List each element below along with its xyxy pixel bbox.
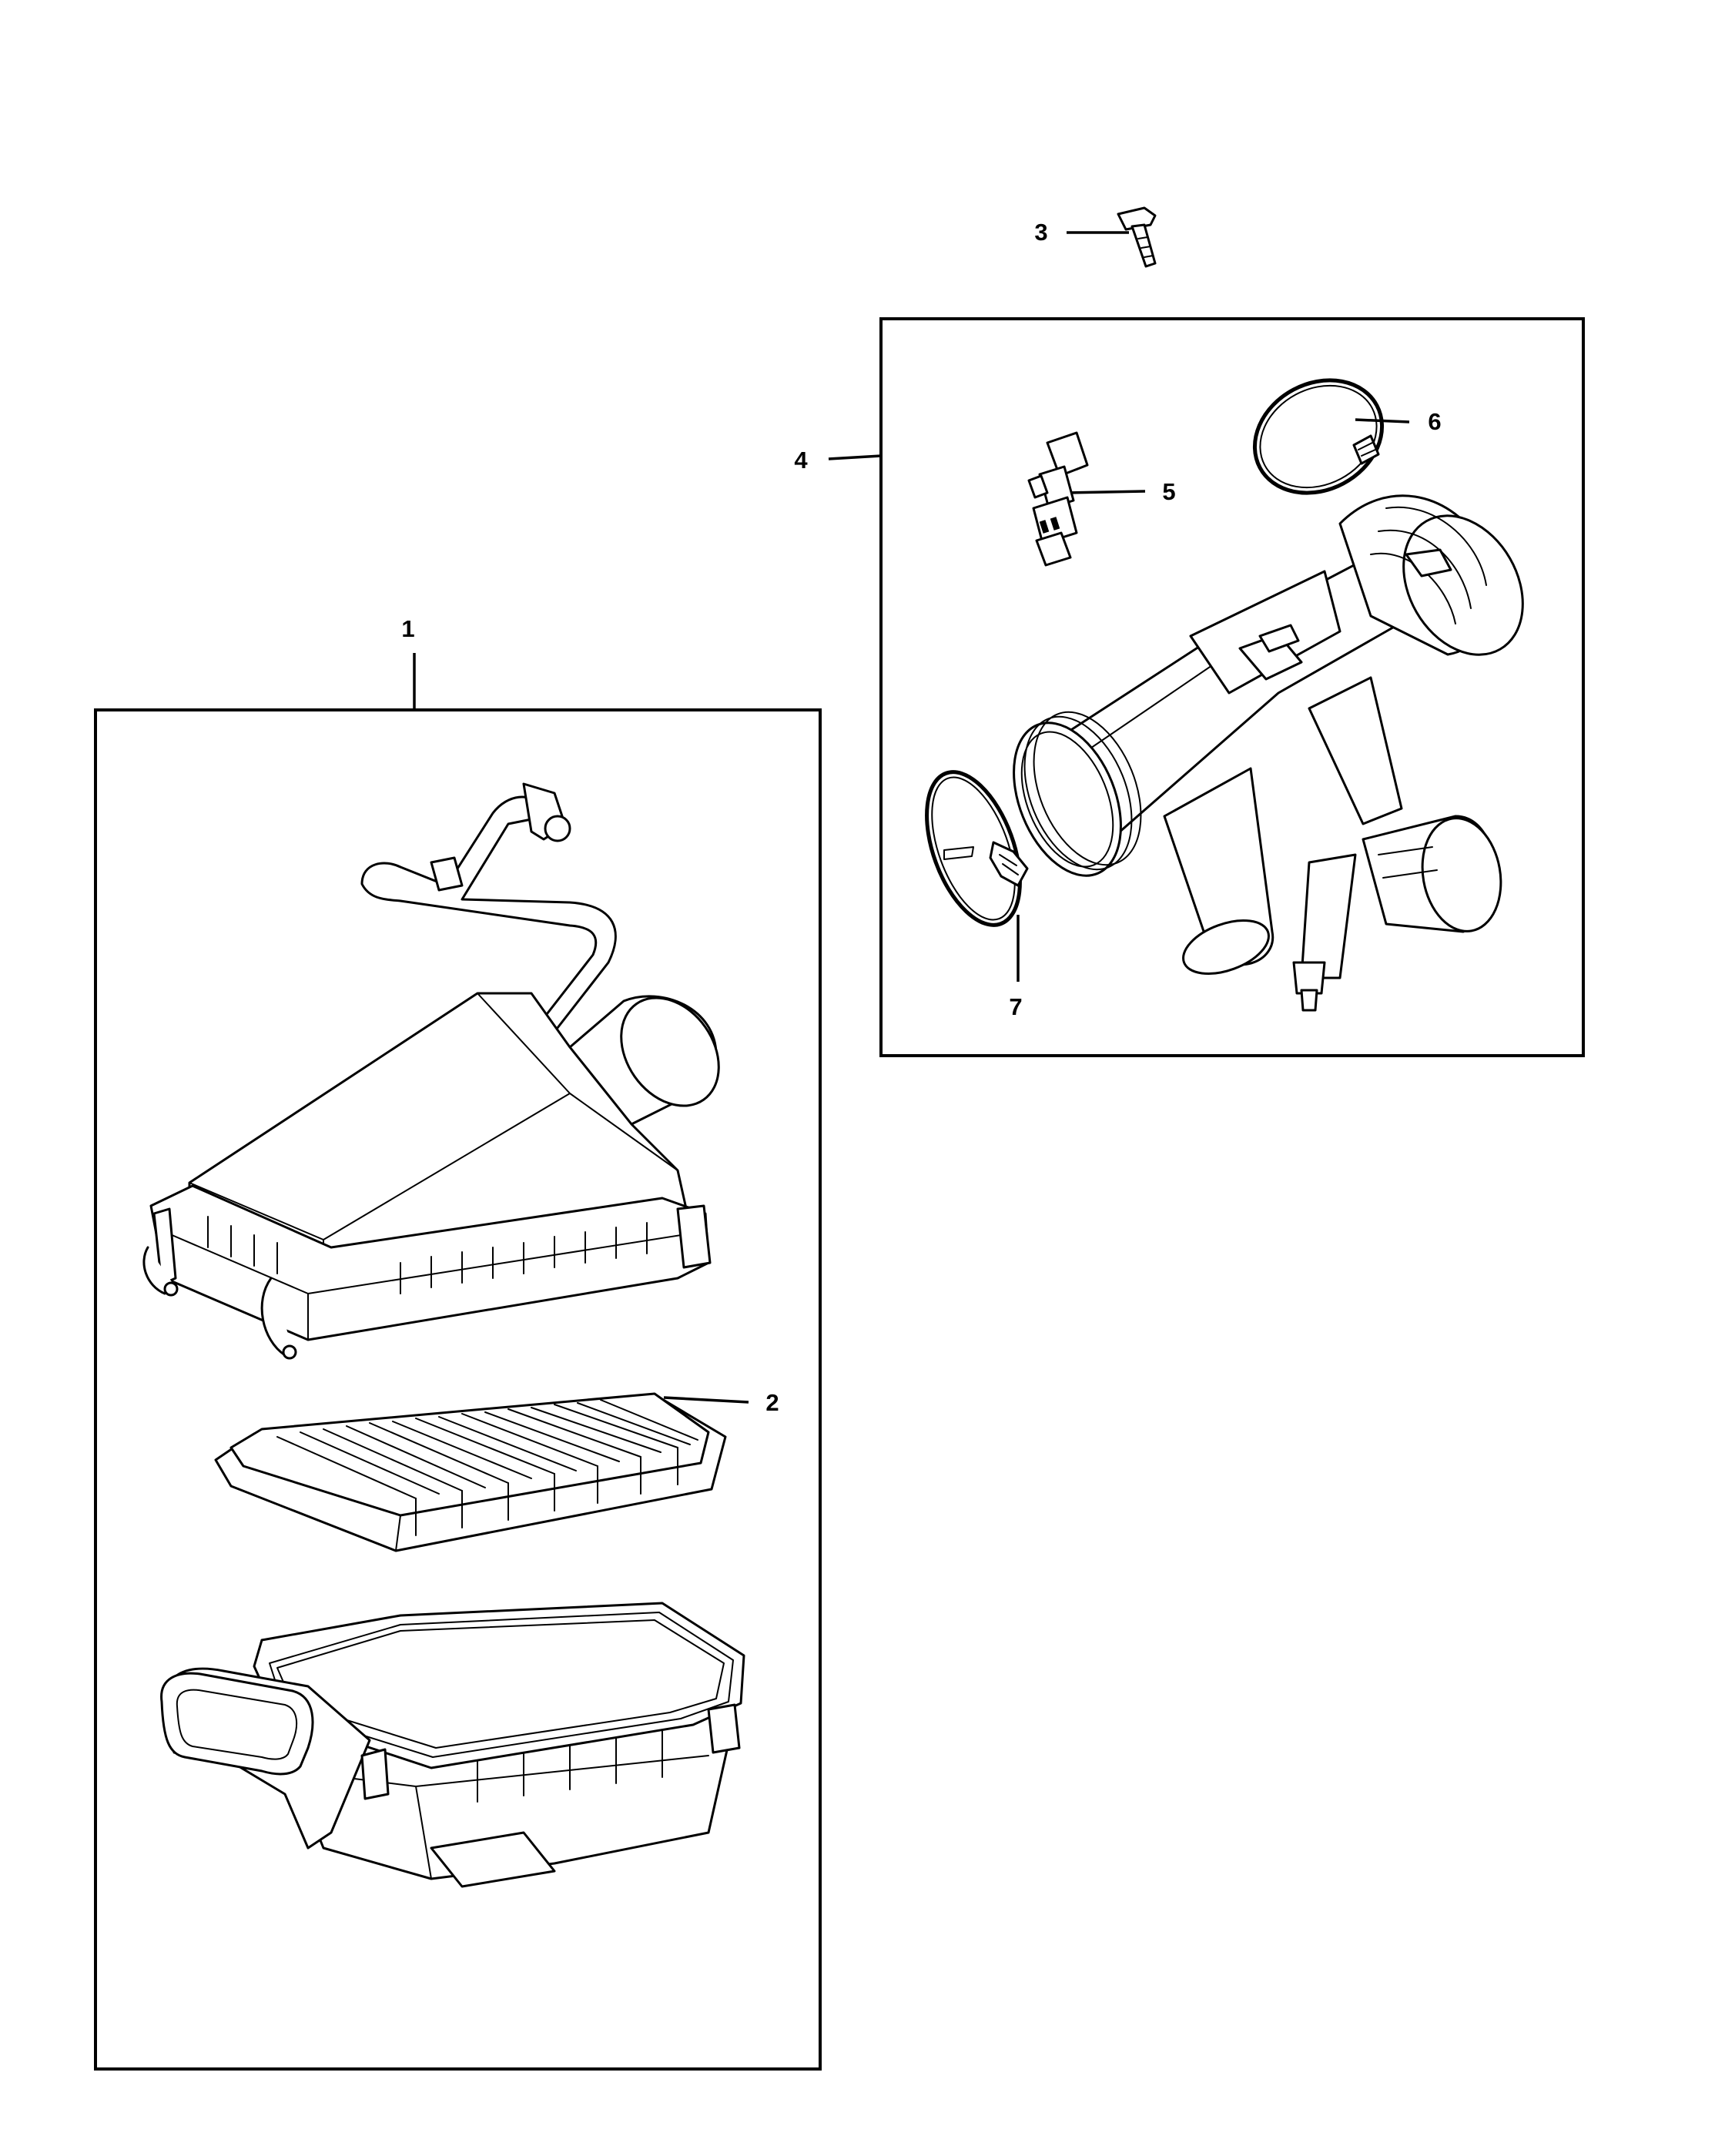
callout-4[interactable]: 4: [794, 447, 882, 474]
callout-6[interactable]: 6: [1355, 408, 1442, 435]
air-inlet-duct-part[interactable]: [993, 494, 1547, 1012]
callout-7-label: 7: [1009, 993, 1022, 1020]
callout-5[interactable]: 5: [1067, 478, 1176, 505]
air-cleaner-cover-part[interactable]: [142, 782, 739, 1360]
clamp-ring-6-part[interactable]: [1235, 359, 1402, 515]
air-cleaner-base-part[interactable]: [160, 1602, 745, 1888]
air-filter-part[interactable]: [214, 1392, 727, 1552]
clamp-ring-7-part[interactable]: [909, 759, 1039, 937]
callout-2-label: 2: [765, 1389, 779, 1416]
callout-3-label: 3: [1034, 219, 1047, 246]
callout-4-label: 4: [794, 447, 808, 474]
group-box-1: [94, 708, 822, 2071]
callout-7[interactable]: 7: [1009, 915, 1023, 1020]
callout-4-leader: [828, 454, 882, 460]
bolt-part[interactable]: [1117, 206, 1157, 268]
callout-1-label: 1: [401, 615, 414, 642]
group-box-4: [879, 317, 1585, 1057]
sensor-part[interactable]: [1027, 431, 1089, 567]
callout-2-leader: [663, 1396, 749, 1404]
callout-2[interactable]: 2: [663, 1389, 779, 1416]
callout-3[interactable]: 3: [1034, 219, 1129, 246]
callout-5-label: 5: [1162, 478, 1175, 505]
callout-6-label: 6: [1428, 408, 1441, 435]
callout-5-leader: [1067, 490, 1146, 494]
callout-1[interactable]: 1: [401, 615, 416, 710]
